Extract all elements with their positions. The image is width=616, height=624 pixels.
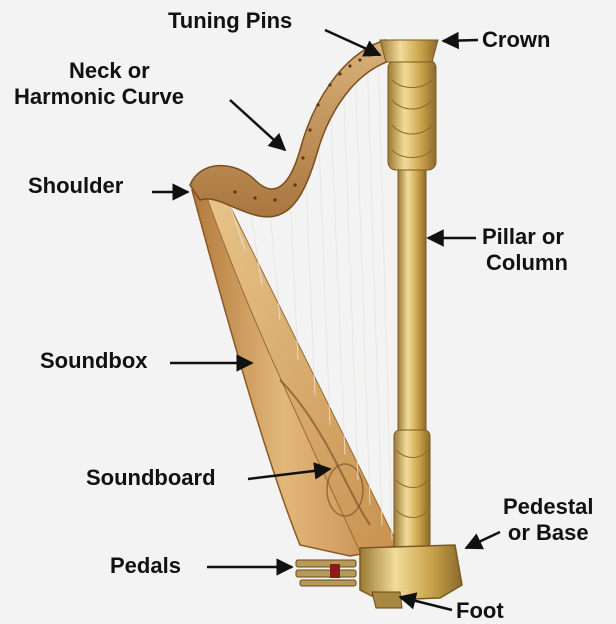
label-soundboard: Soundboard <box>86 465 216 491</box>
label-neck-line-1: Neck or <box>14 58 184 84</box>
label-pedestal-line-2: or Base <box>503 520 594 546</box>
arrow-tuning-pins <box>325 30 380 55</box>
label-pillar-line-2: Column <box>482 250 568 276</box>
arrow-crown <box>443 40 478 41</box>
neck-shape <box>190 40 392 217</box>
label-foot: Foot <box>456 598 504 624</box>
label-pillar: Pillar or Column <box>482 224 568 276</box>
arrow-pedestal <box>466 532 500 548</box>
arrow-neck <box>230 100 285 150</box>
label-crown: Crown <box>482 27 550 53</box>
label-pedals: Pedals <box>110 553 181 579</box>
label-pillar-line-1: Pillar or <box>482 224 568 250</box>
crown-shape <box>380 40 438 62</box>
label-pedestal: Pedestal or Base <box>503 494 594 546</box>
label-tuning-pins: Tuning Pins <box>168 8 292 34</box>
label-pedestal-line-1: Pedestal <box>503 494 594 520</box>
label-shoulder: Shoulder <box>28 173 123 199</box>
label-soundbox: Soundbox <box>40 348 148 374</box>
label-neck-line-2: Harmonic Curve <box>14 84 184 110</box>
foot-shape <box>372 592 402 608</box>
label-neck: Neck or Harmonic Curve <box>14 58 184 110</box>
pedals-shape <box>296 560 356 586</box>
